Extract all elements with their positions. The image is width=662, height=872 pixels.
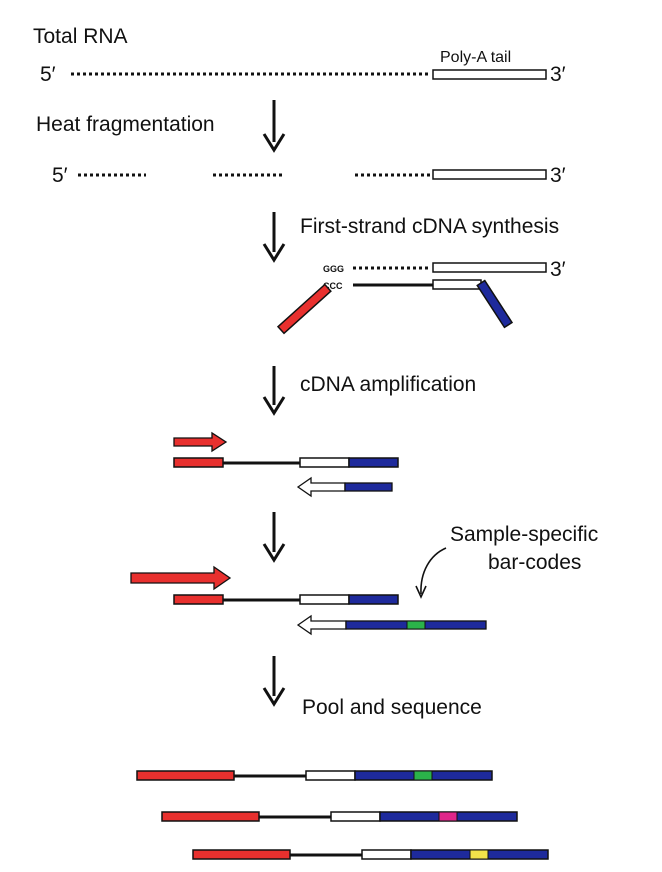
ggg-label: GGG bbox=[323, 264, 344, 274]
amplicon2-red-adapter bbox=[173, 594, 224, 605]
poly-a-tail-2 bbox=[432, 169, 547, 180]
step-arrow-2 bbox=[262, 212, 286, 263]
poly-a-tail-3 bbox=[432, 262, 547, 273]
blue-oligo-dt-adapter bbox=[476, 279, 514, 329]
amplicon2-blue-adapter bbox=[348, 594, 399, 605]
forward-primer-arrow bbox=[173, 431, 228, 453]
library-1-barcode-green bbox=[413, 770, 433, 781]
three-prime-label-2: 3′ bbox=[550, 164, 566, 187]
long-forward-primer-arrow bbox=[130, 565, 232, 591]
oligo-dt-segment bbox=[432, 279, 482, 290]
three-prime-label: 3′ bbox=[550, 63, 566, 86]
poly-a-tail bbox=[432, 69, 547, 80]
barcodes-label-line1: Sample-specific bbox=[450, 523, 598, 546]
three-prime-label-3: 3′ bbox=[550, 258, 566, 281]
five-prime-label-2: 5′ bbox=[52, 164, 68, 187]
first-strand-label: First-strand cDNA synthesis bbox=[300, 215, 559, 238]
library-3-barcode-yellow bbox=[469, 849, 489, 860]
poly-a-tail-label: Poly-A tail bbox=[440, 49, 511, 66]
ccc-label: CCC bbox=[323, 281, 343, 291]
amplicon2-polya bbox=[299, 594, 350, 605]
five-prime-label: 5′ bbox=[40, 63, 56, 86]
reverse-primer-blue bbox=[344, 482, 393, 492]
amplicon-blue-adapter bbox=[348, 457, 399, 468]
cdna-amplification-label: cDNA amplification bbox=[300, 373, 476, 396]
barcode-pointer-arrow bbox=[415, 547, 447, 599]
step-arrow-3 bbox=[262, 366, 286, 416]
total-rna-label: Total RNA bbox=[33, 25, 128, 48]
library-molecule-1 bbox=[136, 770, 493, 781]
library-2-barcode-magenta bbox=[438, 811, 458, 822]
barcoded-reverse-primer-arrow bbox=[296, 614, 347, 636]
barcodes-label-line2: bar-codes bbox=[488, 551, 581, 574]
heat-fragmentation-label: Heat fragmentation bbox=[36, 113, 215, 136]
green-barcode bbox=[406, 620, 426, 630]
step-arrow-5 bbox=[262, 656, 286, 707]
library-molecule-2 bbox=[161, 811, 518, 822]
library-molecule-3 bbox=[192, 849, 549, 860]
pool-and-sequence-label: Pool and sequence bbox=[302, 696, 482, 719]
amplicon-polya bbox=[299, 457, 350, 468]
red-template-switch-adapter bbox=[276, 283, 332, 335]
step-arrow-1 bbox=[262, 100, 286, 153]
amplicon-red-adapter bbox=[173, 457, 224, 468]
step-arrow-4 bbox=[262, 512, 286, 563]
reverse-primer-arrow bbox=[296, 476, 346, 498]
